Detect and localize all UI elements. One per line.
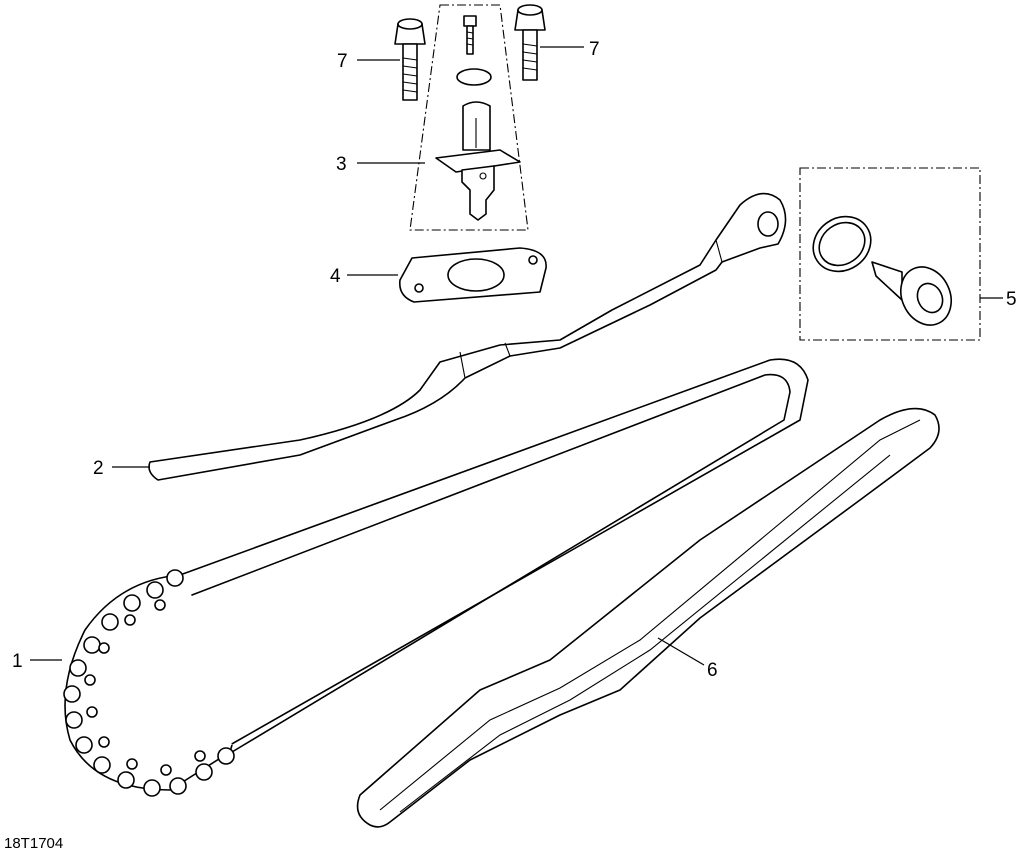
callout-3: 3 (336, 154, 347, 175)
leader-6 (657, 637, 705, 666)
callout-4: 4 (330, 266, 341, 287)
tensioner-assembly (409, 4, 529, 231)
gasket (398, 247, 547, 303)
callout-2: 2 (93, 458, 104, 479)
bolt-left (394, 18, 426, 101)
timing-chain (63, 358, 809, 797)
chain-guide-upper (148, 192, 787, 481)
chain-links (63, 569, 235, 797)
callout-5: 5 (1006, 289, 1017, 310)
chain-guide-lower (356, 407, 940, 828)
callout-6: 6 (707, 660, 718, 681)
callout-labels: 1 2 3 4 5 6 7 7 (12, 39, 1017, 681)
tensioner-washer (456, 68, 492, 86)
leader-lines (30, 46, 1003, 666)
bolt-right (514, 4, 546, 81)
callout-1: 1 (12, 651, 23, 672)
plug-group-box (799, 167, 981, 341)
tensioner-body (435, 101, 521, 221)
figure-id: 18T1704 (4, 835, 63, 852)
tensioner-group-box (409, 4, 529, 231)
callout-7-left: 7 (337, 51, 348, 72)
callout-7-right: 7 (589, 39, 600, 60)
plug (871, 261, 952, 326)
tensioner-screw (463, 15, 477, 55)
plug-assembly (799, 167, 981, 341)
